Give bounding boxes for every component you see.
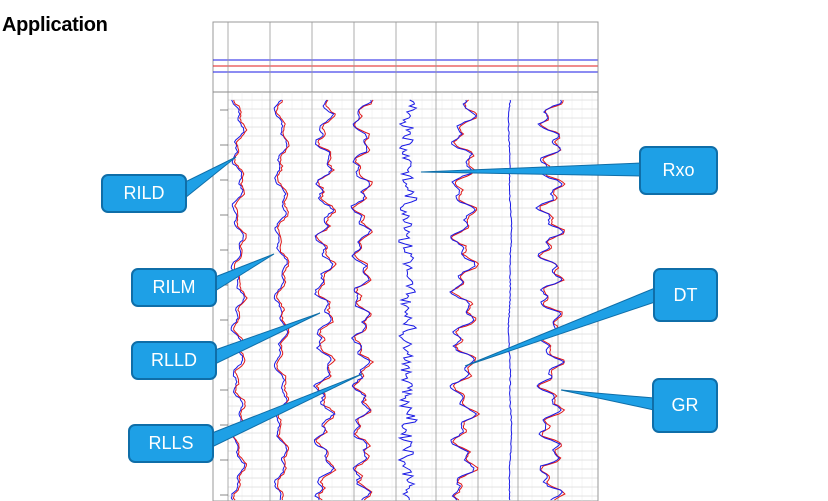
- curve-rilm-ref: [275, 99, 290, 501]
- log-grid: [220, 22, 599, 501]
- callout-pointers: [184, 156, 656, 448]
- curve-rilm: [273, 99, 289, 501]
- callout-rilm: RILM: [131, 268, 217, 307]
- callout-dt: DT: [653, 268, 718, 322]
- callout-rxo: Rxo: [639, 146, 718, 195]
- callout-gr: GR: [652, 378, 718, 433]
- curve-sp: [507, 99, 513, 501]
- curve-dt: [449, 99, 478, 501]
- curve-rlls: [350, 99, 372, 501]
- callout-rlls: RLLS: [128, 424, 214, 463]
- curve-rxo: [397, 99, 418, 501]
- callout-rild: RILD: [101, 174, 187, 213]
- callout-rlld: RLLD: [131, 341, 217, 380]
- curve-rlls-ref: [351, 99, 375, 501]
- log-header: [213, 59, 598, 93]
- page-heading: Application: [2, 14, 108, 36]
- curve-rlld: [312, 99, 336, 501]
